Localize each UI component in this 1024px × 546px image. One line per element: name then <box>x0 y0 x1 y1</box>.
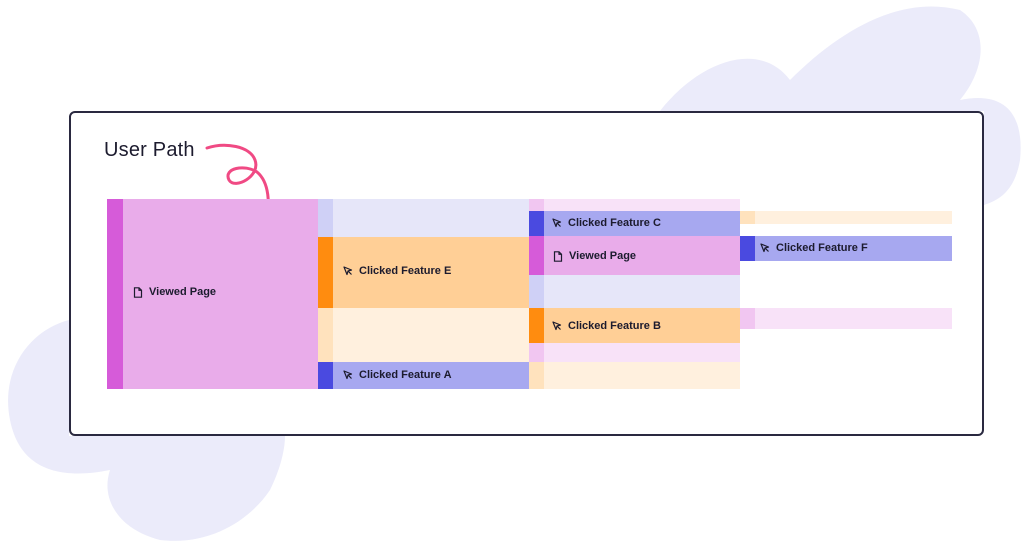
flow-bar <box>529 362 544 389</box>
node-label-clicked-feature-e: Clicked Feature E <box>343 265 451 277</box>
cursor-icon <box>552 218 562 228</box>
cursor-icon <box>760 243 770 253</box>
node-block-clicked-feature-a[interactable] <box>318 362 529 389</box>
flow-bar <box>529 275 544 308</box>
flow-bar <box>740 211 755 224</box>
cursor-icon <box>552 321 562 331</box>
cursor-icon <box>343 266 353 276</box>
flow-band <box>529 343 740 362</box>
node-bar <box>529 211 544 236</box>
card-title: User Path <box>104 139 195 161</box>
flow-band <box>529 199 740 211</box>
flow-band <box>740 211 952 224</box>
flow-bar <box>529 199 544 211</box>
node-label-viewed-page-2: Viewed Page <box>553 250 636 262</box>
node-bar <box>529 236 544 275</box>
node-block-viewed-page-2[interactable] <box>529 236 740 275</box>
node-block-clicked-feature-f[interactable] <box>740 236 952 261</box>
node-bar <box>318 362 333 389</box>
flow-bar <box>318 199 333 237</box>
flow-band <box>740 308 952 329</box>
flow-band <box>318 199 529 237</box>
flow-bar <box>740 308 755 329</box>
flow-band <box>529 362 740 389</box>
node-bar <box>318 237 333 308</box>
page-icon <box>553 250 563 262</box>
flow-band <box>529 275 740 308</box>
node-block-clicked-feature-c[interactable] <box>529 211 740 236</box>
flow-band <box>318 308 529 362</box>
node-block-clicked-feature-b[interactable] <box>529 308 740 343</box>
node-label-clicked-feature-b: Clicked Feature B <box>552 320 661 332</box>
page-icon <box>133 286 143 298</box>
node-label-clicked-feature-c: Clicked Feature C <box>552 217 661 229</box>
node-block-clicked-feature-e[interactable] <box>318 237 529 308</box>
node-bar <box>107 199 123 389</box>
node-bar <box>529 308 544 343</box>
node-bar <box>740 236 755 261</box>
node-label-clicked-feature-a: Clicked Feature A <box>343 369 452 381</box>
flow-bar <box>529 343 544 362</box>
node-block-viewed-page-1[interactable] <box>107 199 318 389</box>
node-label-clicked-feature-f: Clicked Feature F <box>760 242 868 254</box>
node-label-viewed-page-1: Viewed Page <box>133 286 216 298</box>
flow-bar <box>318 308 333 362</box>
cursor-icon <box>343 370 353 380</box>
